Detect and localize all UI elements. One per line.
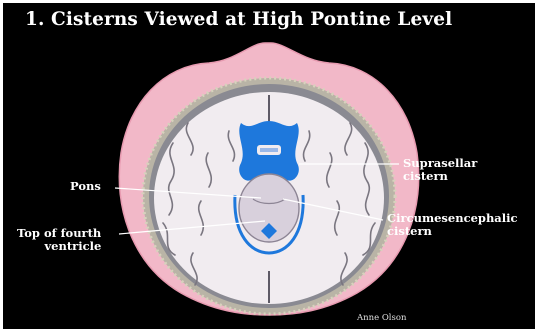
slide-canvas: 1. Cisterns Viewed at High Pontine Level… [3, 3, 535, 329]
pons-label: Pons [70, 180, 101, 193]
circumesencephalic-label: Circumesencephalic cistern [387, 212, 518, 238]
artist-credit: Anne Olson [357, 313, 406, 323]
slide-title: 1. Cisterns Viewed at High Pontine Level [25, 9, 452, 30]
suprasellar-label: Suprasellar cistern [403, 157, 477, 183]
fourth-ventricle-label: Top of fourth ventricle [17, 227, 101, 253]
